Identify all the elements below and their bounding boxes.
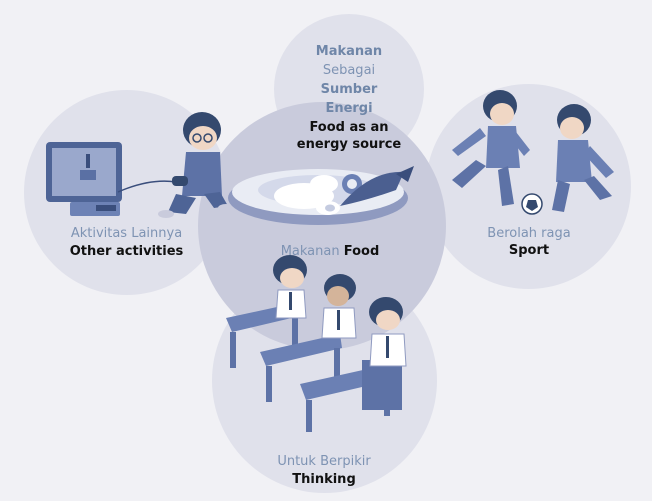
food-label-id: Makanan [280,244,340,259]
thinking-label-id: Untuk Berpikir [277,454,371,469]
students-thinking-illustration [226,255,407,432]
center-title-line2: Sebagai [322,63,376,78]
center-title-line4: Energi [325,101,373,116]
thinking-label-en: Thinking [292,472,356,487]
other-activities-label-en: Other activities [69,244,184,259]
sport-label-en: Sport [508,243,550,258]
center-title-en-line2: energy source [296,137,402,152]
tv-illustration [46,142,122,216]
food-label: Makanan Food [230,244,430,260]
sport-label-id: Berolah raga [487,226,571,241]
plate-illustration [228,166,414,225]
food-label-en: Food [343,244,380,259]
boys-sport-illustration [452,90,614,215]
center-circle [198,102,446,350]
boy-gaming-illustration [117,112,234,218]
center-title-en-line1: Food as an [309,120,389,135]
center-title-line1: Makanan [315,44,383,59]
center-title-line3: Sumber [320,82,378,97]
other-activities-label-id: Aktivitas Lainnya [70,226,183,241]
